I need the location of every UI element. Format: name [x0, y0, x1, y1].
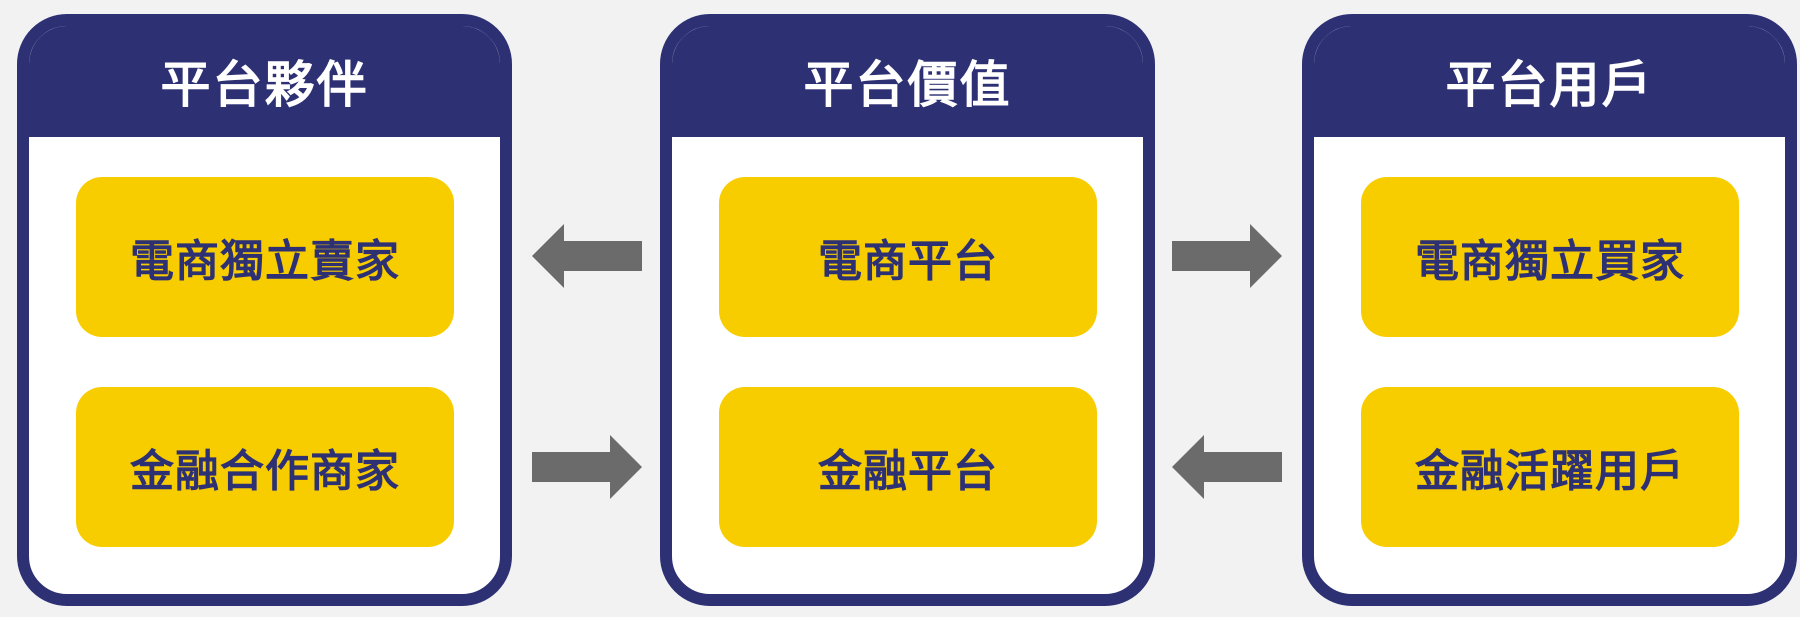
box-ecommerce-buyer: 電商獨立買家	[1361, 177, 1739, 337]
panel-title: 平台價值	[672, 26, 1143, 137]
box-ecommerce-seller: 電商獨立賣家	[76, 177, 454, 337]
arrow-right-icon	[532, 435, 642, 499]
box-ecommerce-platform: 電商平台	[719, 177, 1097, 337]
box-active-finance-user: 金融活躍用戶	[1361, 387, 1739, 547]
arrow-left-icon	[1172, 435, 1282, 499]
panel-title: 平台用戶	[1314, 26, 1785, 137]
panel-partners: 平台夥伴 電商獨立賣家 金融合作商家	[17, 14, 512, 606]
panel-value: 平台價值 電商平台 金融平台	[660, 14, 1155, 606]
panel-title: 平台夥伴	[29, 26, 500, 137]
box-finance-platform: 金融平台	[719, 387, 1097, 547]
panel-users: 平台用戶 電商獨立買家 金融活躍用戶	[1302, 14, 1797, 606]
arrow-left-icon	[532, 224, 642, 288]
arrow-right-icon	[1172, 224, 1282, 288]
box-finance-merchant: 金融合作商家	[76, 387, 454, 547]
